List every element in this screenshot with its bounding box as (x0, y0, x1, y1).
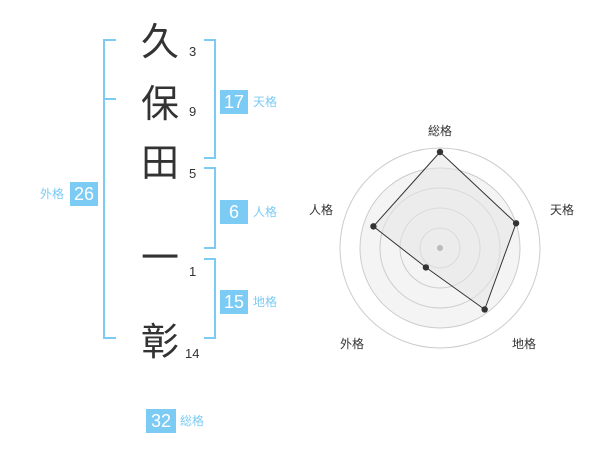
stroke-count-3: 5 (189, 166, 197, 181)
tenkaku-label: 天格 (253, 95, 278, 109)
name-char-3: 田 (140, 141, 179, 185)
radar-axis-label-chikaku: 地格 (512, 337, 537, 351)
jinkaku-value: 6 (220, 200, 248, 224)
gaikaku-label: 外格 (40, 187, 65, 201)
radar-axis-label-soukaku: 総格 (428, 124, 453, 138)
tenkaku-bracket (204, 39, 216, 159)
gaikaku-value: 26 (70, 182, 98, 206)
radar-axis-label-gaikaku: 外格 (340, 337, 365, 351)
jinkaku-bracket (204, 167, 216, 249)
chikaku-value: 15 (220, 290, 248, 314)
radar-point-2 (512, 220, 520, 227)
radar-axis-label-jinkaku: 人格 (309, 203, 334, 217)
radar-point-1 (436, 148, 444, 156)
stroke-count-1: 3 (189, 44, 197, 59)
radar-area (372, 151, 517, 311)
tenkaku-value: 17 (220, 90, 248, 114)
name-char-1: 久 (140, 20, 179, 64)
radar-point-3 (481, 306, 488, 313)
jinkaku-label: 人格 (253, 205, 278, 219)
soukaku-label: 総格 (180, 414, 205, 428)
name-char-2: 保 (140, 82, 179, 126)
radar-point-5 (370, 223, 377, 230)
chikaku-bracket (204, 258, 216, 339)
outer-bracket (103, 39, 116, 339)
stroke-count-4: 1 (189, 264, 197, 279)
radar-center-dot (437, 245, 443, 251)
radar-chart (300, 110, 600, 380)
name-char-5: 彰 (140, 320, 179, 364)
chikaku-label: 地格 (253, 295, 278, 309)
radar-chart-svg (339, 147, 541, 349)
stroke-count-5: 14 (185, 346, 200, 361)
radar-point-4 (422, 264, 430, 271)
radar-axis-label-tenkaku: 天格 (550, 203, 575, 217)
name-char-4: 一 (140, 236, 179, 280)
soukaku-value: 32 (146, 409, 176, 433)
stroke-count-2: 9 (189, 104, 197, 119)
